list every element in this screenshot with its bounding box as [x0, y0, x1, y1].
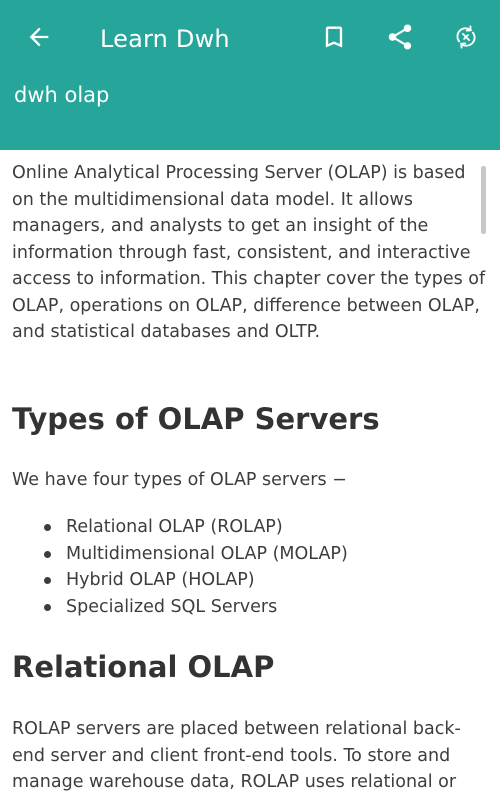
four-types-paragraph: We have four types of OLAP servers −	[12, 470, 347, 490]
toolbar: Learn Dwh	[0, 0, 500, 78]
scrollbar[interactable]	[481, 166, 486, 234]
arrow-back-icon	[25, 23, 53, 55]
share-icon	[385, 22, 415, 56]
heading-relational-olap: Relational OLAP	[12, 650, 275, 684]
app-bar: Learn Dwh	[0, 0, 500, 150]
list-item: Specialized SQL Servers	[38, 594, 348, 621]
list-item: Multidimensional OLAP (MOLAP)	[38, 541, 348, 568]
heading-types-of-olap: Types of OLAP Servers	[12, 402, 380, 436]
share-button[interactable]	[380, 19, 420, 59]
app-title: Learn Dwh	[100, 25, 230, 53]
list-item: Relational OLAP (ROLAP)	[38, 514, 348, 541]
intro-paragraph: Online Analytical Processing Server (OLA…	[12, 163, 486, 342]
bookmark-button[interactable]	[314, 19, 354, 59]
rolap-paragraph: ROLAP servers are placed between relatio…	[12, 719, 461, 800]
bookmark-icon	[320, 23, 348, 55]
page-subtitle: dwh olap	[14, 83, 110, 107]
olap-types-list: Relational OLAP (ROLAP) Multidimensional…	[38, 514, 348, 620]
back-button[interactable]	[19, 19, 59, 59]
article-content[interactable]: Online Analytical Processing Server (OLA…	[0, 150, 500, 800]
list-item: Hybrid OLAP (HOLAP)	[38, 567, 348, 594]
sync-icon	[451, 22, 481, 56]
sync-button[interactable]	[446, 19, 486, 59]
